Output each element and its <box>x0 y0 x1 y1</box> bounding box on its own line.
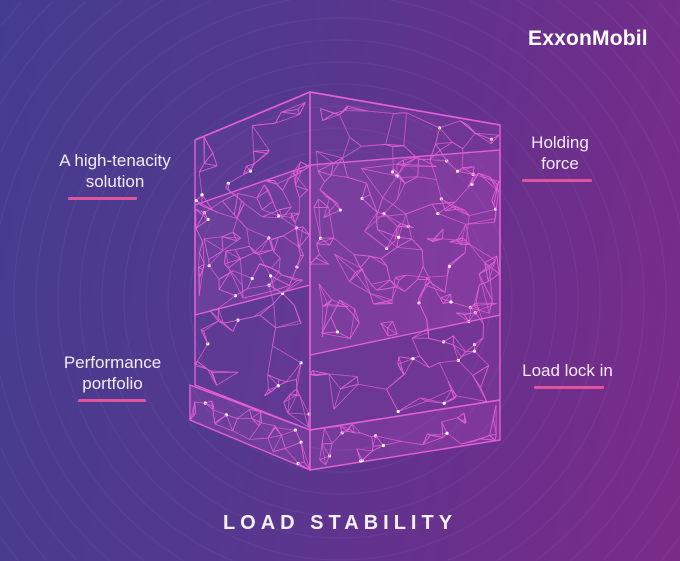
background-arc <box>101 61 579 539</box>
background-arc <box>13 0 667 561</box>
accent-underline <box>68 197 137 200</box>
label-line: Performance <box>63 353 162 372</box>
background-arc <box>0 2 680 26</box>
accent-underline <box>522 179 592 182</box>
background-arc <box>189 149 491 451</box>
label-line: Load lock in <box>522 361 613 380</box>
label-line: A high-tenacity <box>59 151 171 170</box>
background-arc <box>35 0 645 561</box>
mesh-face <box>189 383 311 472</box>
label-holding-force: Holding force <box>515 132 605 174</box>
background-arc <box>123 83 557 517</box>
exxonmobil-logo: ExxonMobil <box>528 27 648 50</box>
mesh-face <box>194 90 311 432</box>
background-arc <box>57 17 623 561</box>
background-arc <box>167 127 513 473</box>
label-line: portfolio <box>82 374 143 393</box>
mesh-face <box>309 149 501 356</box>
label-line: Holding <box>531 133 589 152</box>
label-load-lock-in: Load lock in <box>510 360 625 381</box>
accent-underline <box>78 399 146 402</box>
background-arc <box>79 39 601 561</box>
label-high-tenacity: A high-tenacity solution <box>40 150 190 192</box>
mesh-face <box>309 399 501 471</box>
page-title: LOAD STABILITY <box>222 512 458 534</box>
background-arc <box>145 105 535 495</box>
accent-underline <box>534 386 604 389</box>
box-top-edge <box>194 91 501 141</box>
mesh-face <box>194 164 311 316</box>
label-line: force <box>541 154 579 173</box>
label-line: solution <box>85 172 145 191</box>
label-performance-portfolio: Performance portfolio <box>40 352 185 394</box>
